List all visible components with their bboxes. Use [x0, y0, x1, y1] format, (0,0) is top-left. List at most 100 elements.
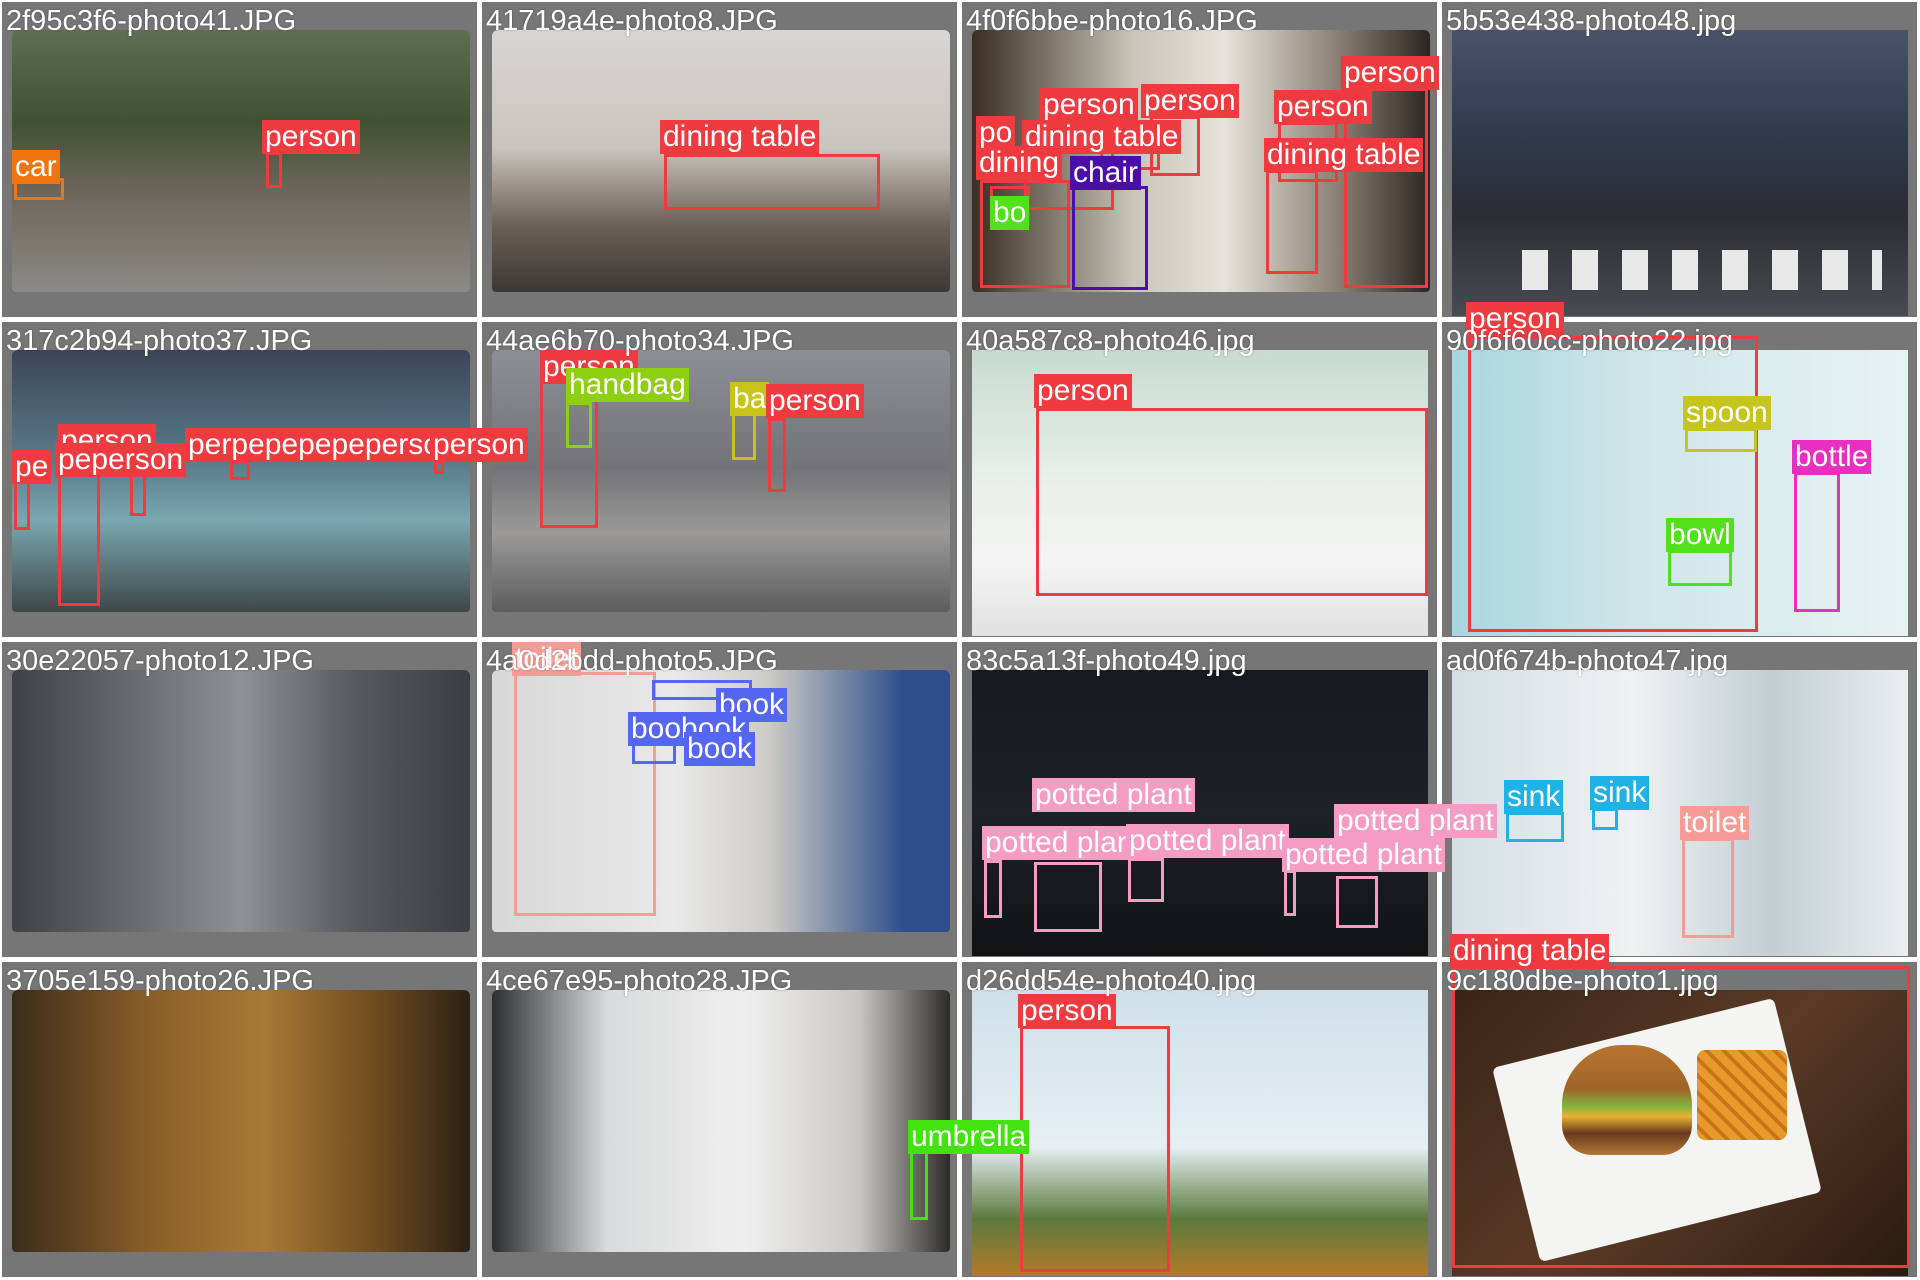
class-label-book: book: [684, 732, 756, 766]
filename-label: 4a0d2bdd-photo5.JPG: [486, 645, 778, 677]
class-label-sink: sink: [1504, 780, 1564, 814]
class-label-potted-plant: potted plant: [1334, 804, 1497, 838]
class-label-person: po: [976, 116, 1016, 150]
class-label-potted-plant: potted plant: [1282, 838, 1445, 872]
class-label-person: person: [262, 120, 360, 154]
class-label-sink: sink: [1590, 776, 1650, 810]
photo: [12, 30, 470, 292]
class-label-person: person: [1034, 374, 1132, 408]
class-label-toilet: toilet: [1680, 806, 1750, 840]
bbox-dining-table: [1266, 170, 1318, 274]
filename-label: 5b53e438-photo48.jpg: [1446, 5, 1737, 37]
filename-label: 9c180dbe-photo1.jpg: [1446, 965, 1719, 997]
image-tile[interactable]: 4ce67e95-photo28.JPG: [482, 962, 957, 1277]
class-label-person: person: [1018, 994, 1116, 1028]
bbox-dining-table: [664, 154, 880, 210]
bbox-spoon: [1685, 428, 1757, 452]
bbox-person: [266, 152, 282, 188]
bbox-potted-plant: [1336, 876, 1378, 928]
class-label-person: person: [1341, 56, 1439, 90]
image-tile[interactable]: 83c5a13f-photo49.jpg: [962, 642, 1437, 957]
bbox-person: [130, 474, 146, 516]
filename-label: 3705e159-photo26.JPG: [6, 965, 314, 997]
bbox-sink: [1592, 808, 1618, 830]
bbox-person: [1020, 1026, 1170, 1272]
class-label-bowl: bo: [990, 196, 1030, 230]
bbox-backpack: [732, 412, 756, 460]
bbox-potted-plant: [1128, 858, 1164, 902]
class-label-potted-plant: potted plant: [982, 826, 1145, 860]
class-label-bottle: bottle: [1792, 440, 1872, 474]
filename-label: d26dd54e-photo40.jpg: [966, 965, 1257, 997]
class-label-toilet: toilet: [512, 642, 582, 676]
bbox-person: [230, 460, 250, 480]
class-label-car: car: [12, 150, 60, 184]
image-tile[interactable]: 30e22057-photo12.JPG: [2, 642, 477, 957]
class-label-dining-table: dining: [976, 146, 1063, 180]
class-label-dining-table: dining table: [1264, 138, 1424, 172]
class-label-person: person: [1274, 90, 1372, 124]
class-label-dining-table: dining table: [1450, 934, 1610, 968]
class-label-potted-plant: potted plant: [1032, 778, 1195, 812]
photo: [492, 30, 950, 292]
class-label-person: perpepepepeperson: [185, 428, 460, 462]
class-label-person: person: [1141, 84, 1239, 118]
bbox-umbrella: [910, 1150, 928, 1220]
bbox-person: [1468, 336, 1758, 632]
class-label-bowl: bowl: [1666, 518, 1734, 552]
class-label-potted-plant: potted plant: [1126, 824, 1289, 858]
image-tile[interactable]: 2f95c3f6-photo41.JPG: [2, 2, 477, 317]
photo: [12, 670, 470, 932]
class-label-person: pe: [12, 450, 52, 484]
image-tile[interactable]: 3705e159-photo26.JPG: [2, 962, 477, 1277]
bbox-potted-plant: [1284, 870, 1296, 916]
bbox-bottle: [1794, 472, 1840, 612]
image-tile[interactable]: 40a587c8-photo46.jpg: [962, 322, 1437, 637]
filename-label: 2f95c3f6-photo41.JPG: [6, 5, 297, 37]
class-label-person: person: [1040, 88, 1138, 122]
crosswalk-stripes: [1522, 250, 1882, 290]
photo: [12, 990, 470, 1252]
bbox-toilet: [1682, 838, 1734, 938]
bbox-bowl: [1668, 550, 1732, 586]
class-label-umbrella: umbrella: [908, 1120, 1030, 1154]
class-label-dining-table: dining table: [660, 120, 820, 154]
bbox-potted-plant: [984, 860, 1002, 918]
filename-label: ad0f674b-photo47.jpg: [1446, 645, 1729, 677]
photo: [12, 350, 470, 612]
class-label-spoon: spoon: [1683, 396, 1771, 430]
bbox-handbag: [566, 402, 592, 448]
bbox-dining-table: [980, 180, 1070, 288]
bbox-sink: [1506, 812, 1564, 842]
bbox-person: [14, 480, 30, 530]
filename-label: 40a587c8-photo46.jpg: [966, 325, 1255, 357]
bbox-chair: [1072, 186, 1148, 290]
photo: [492, 990, 950, 1252]
image-tile[interactable]: 5b53e438-photo48.jpg: [1442, 2, 1917, 317]
filename-label: 4f0f6bbe-photo16.JPG: [966, 5, 1258, 37]
bbox-potted-plant: [1034, 862, 1102, 932]
photo: [1452, 990, 1908, 1276]
class-label-chair: chair: [1070, 156, 1142, 190]
class-label-backpack: ba: [730, 382, 770, 416]
bbox-toilet: [514, 672, 656, 916]
class-label-person: person: [766, 384, 864, 418]
filename-label: 41719a4e-photo8.JPG: [486, 5, 778, 37]
photo: [1452, 350, 1908, 636]
photo: [1452, 30, 1908, 316]
filename-label: 4ce67e95-photo28.JPG: [486, 965, 793, 997]
image-tile[interactable]: 41719a4e-photo8.JPG: [482, 2, 957, 317]
photo: [972, 990, 1428, 1276]
image-tile[interactable]: 9c180dbe-photo1.jpg: [1442, 962, 1917, 1277]
filename-label: 317c2b94-photo37.JPG: [6, 325, 313, 357]
class-label-person: person: [430, 428, 528, 462]
fries: [1697, 1050, 1787, 1140]
burger: [1562, 1045, 1692, 1155]
class-label-handbag: handbag: [566, 368, 689, 402]
bbox-dining-table: [1452, 966, 1910, 1268]
bbox-person: [1036, 408, 1428, 596]
bbox-person: [768, 418, 786, 492]
filename-label: 30e22057-photo12.JPG: [6, 645, 314, 677]
bbox-person: [434, 460, 444, 474]
